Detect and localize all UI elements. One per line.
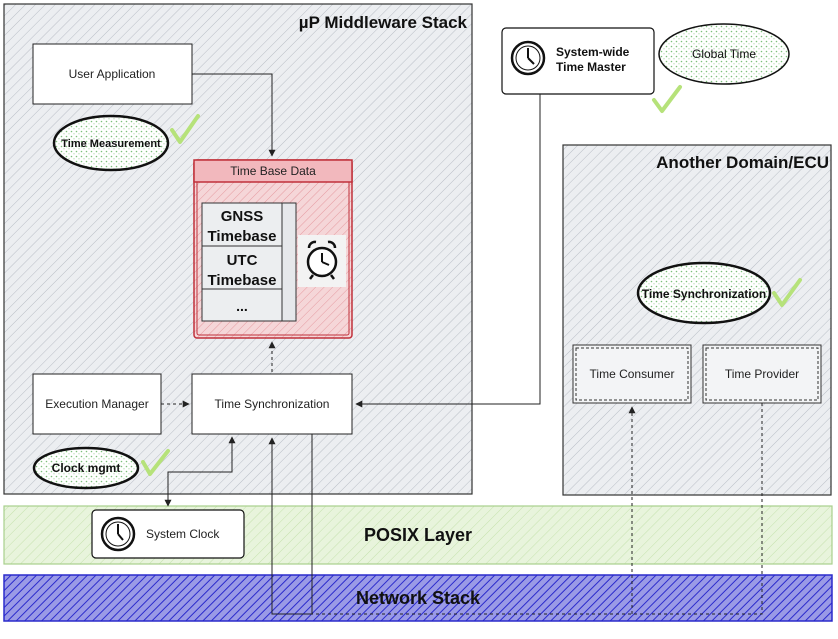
utc-timebase-line1: UTC [227, 252, 258, 269]
time-base-title: Time Base Data [230, 164, 316, 178]
another-time-sync-feature: Time Synchronization [636, 261, 802, 325]
time-measurement-label: Time Measurement [61, 138, 161, 150]
check-icon [652, 85, 682, 113]
clock-icon [100, 516, 136, 552]
system-clock-box[interactable]: System Clock [91, 509, 245, 559]
gnss-timebase-line1: GNSS [221, 208, 264, 225]
utc-timebase-line2: Timebase [208, 272, 277, 289]
user-application-box[interactable]: User Application [32, 43, 193, 105]
time-master-box[interactable]: System-wide Time Master [501, 27, 655, 95]
another-time-sync-label: Time Synchronization [642, 287, 766, 301]
check-icon [170, 114, 200, 144]
alarm-clock-icon [298, 235, 346, 287]
global-time-label: Global Time [692, 47, 756, 61]
arrow-provider-to-network [312, 403, 763, 615]
connectors [161, 73, 763, 615]
time-provider-label: Time Provider [725, 367, 799, 381]
check-icon [772, 278, 802, 307]
time-master-line2: Time Master [556, 60, 626, 74]
time-base-data: Time Base Data GNSS Timebase UTC Timebas… [193, 159, 353, 339]
posix-title: POSIX Layer [364, 525, 472, 545]
gnss-timebase-line2: Timebase [208, 228, 277, 245]
check-icon [141, 449, 170, 476]
global-time-feature: Global Time [652, 23, 790, 113]
arrow-user-app-to-time-base [192, 73, 276, 157]
network-stack: Network Stack [3, 574, 833, 622]
arrow-time-sync-system-clock [164, 436, 236, 507]
clock-icon [510, 40, 546, 76]
middleware-title: µP Middleware Stack [299, 13, 468, 32]
time-provider-box[interactable]: Time Provider [702, 344, 822, 404]
more-timebases: ... [236, 298, 248, 314]
execution-manager-box[interactable]: Execution Manager [32, 373, 162, 435]
time-synchronization-box[interactable]: Time Synchronization [191, 373, 353, 435]
time-consumer-box[interactable]: Time Consumer [572, 344, 692, 404]
network-title: Network Stack [356, 588, 481, 608]
time-master-line1: System-wide [556, 45, 630, 59]
user-application-label: User Application [69, 67, 156, 81]
another-domain-title: Another Domain/ECU [656, 153, 829, 172]
another-domain-container: Another Domain/ECU [562, 144, 832, 496]
execution-manager-label: Execution Manager [45, 397, 148, 411]
clock-mgmt-label: Clock mgmt [52, 461, 121, 475]
system-clock-label: System Clock [146, 527, 220, 541]
time-synchronization-label: Time Synchronization [215, 397, 330, 411]
time-consumer-label: Time Consumer [590, 367, 675, 381]
arrow-time-master-to-time-sync [355, 94, 541, 408]
arrow-network-to-time-sync [268, 434, 313, 615]
clock-mgmt-feature: Clock mgmt [32, 446, 170, 490]
time-measurement-feature: Time Measurement [52, 114, 200, 172]
